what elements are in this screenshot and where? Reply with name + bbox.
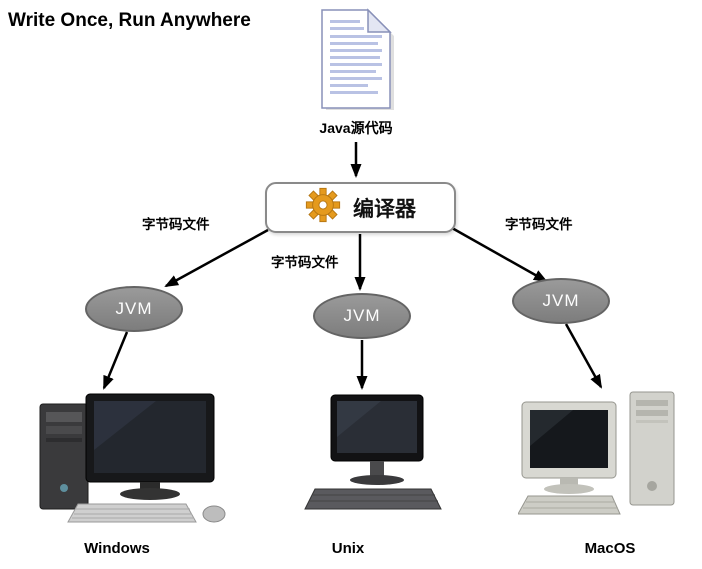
- windows-computer-image: [28, 392, 233, 532]
- keyboard-icon: [67, 503, 197, 523]
- java-source-label: Java源代码: [319, 120, 393, 136]
- compiler-node: 编译器: [265, 182, 456, 233]
- keyboard-icon: [517, 495, 621, 515]
- jvm-label: JVM: [542, 291, 580, 310]
- platform-label-macos: MacOS: [584, 540, 636, 557]
- arrow-compiler-to-jvm-right: [451, 226, 548, 283]
- compiler-label: 编译器: [353, 197, 416, 221]
- gear-icon: [305, 187, 341, 228]
- jvm-node-left: JVM: [85, 286, 183, 332]
- jvm-label: JVM: [343, 306, 381, 325]
- document-fold: [367, 8, 392, 33]
- macos-computer-image: [517, 390, 688, 525]
- jvm-label: JVM: [115, 299, 153, 318]
- bytecode-label-left: 字节码文件: [142, 217, 210, 232]
- tower-icon: [629, 391, 675, 506]
- arrow-jvm-to-macos: [564, 323, 603, 389]
- tower-icon: [39, 403, 89, 510]
- document-icon: [318, 8, 398, 112]
- mouse-icon: [202, 505, 226, 523]
- jvm-node-right: JVM: [512, 278, 610, 324]
- bytecode-label-right: 字节码文件: [505, 217, 573, 232]
- keyboard-icon: [304, 488, 442, 510]
- jvm-node-middle: JVM: [313, 293, 411, 339]
- bytecode-label-middle: 字节码文件: [271, 255, 339, 270]
- unix-computer-image: [303, 393, 448, 518]
- arrow-compiler-to-jvm-left: [164, 228, 269, 288]
- monitor-icon: [85, 393, 215, 500]
- monitor-icon: [521, 401, 617, 494]
- arrow-jvm-to-windows: [102, 331, 129, 390]
- platform-label-windows: Windows: [84, 540, 150, 557]
- monitor-icon: [330, 394, 424, 485]
- document-text-lines: [330, 20, 382, 94]
- diagram-title: Write Once, Run Anywhere: [8, 10, 251, 31]
- platform-label-unix: Unix: [331, 540, 365, 557]
